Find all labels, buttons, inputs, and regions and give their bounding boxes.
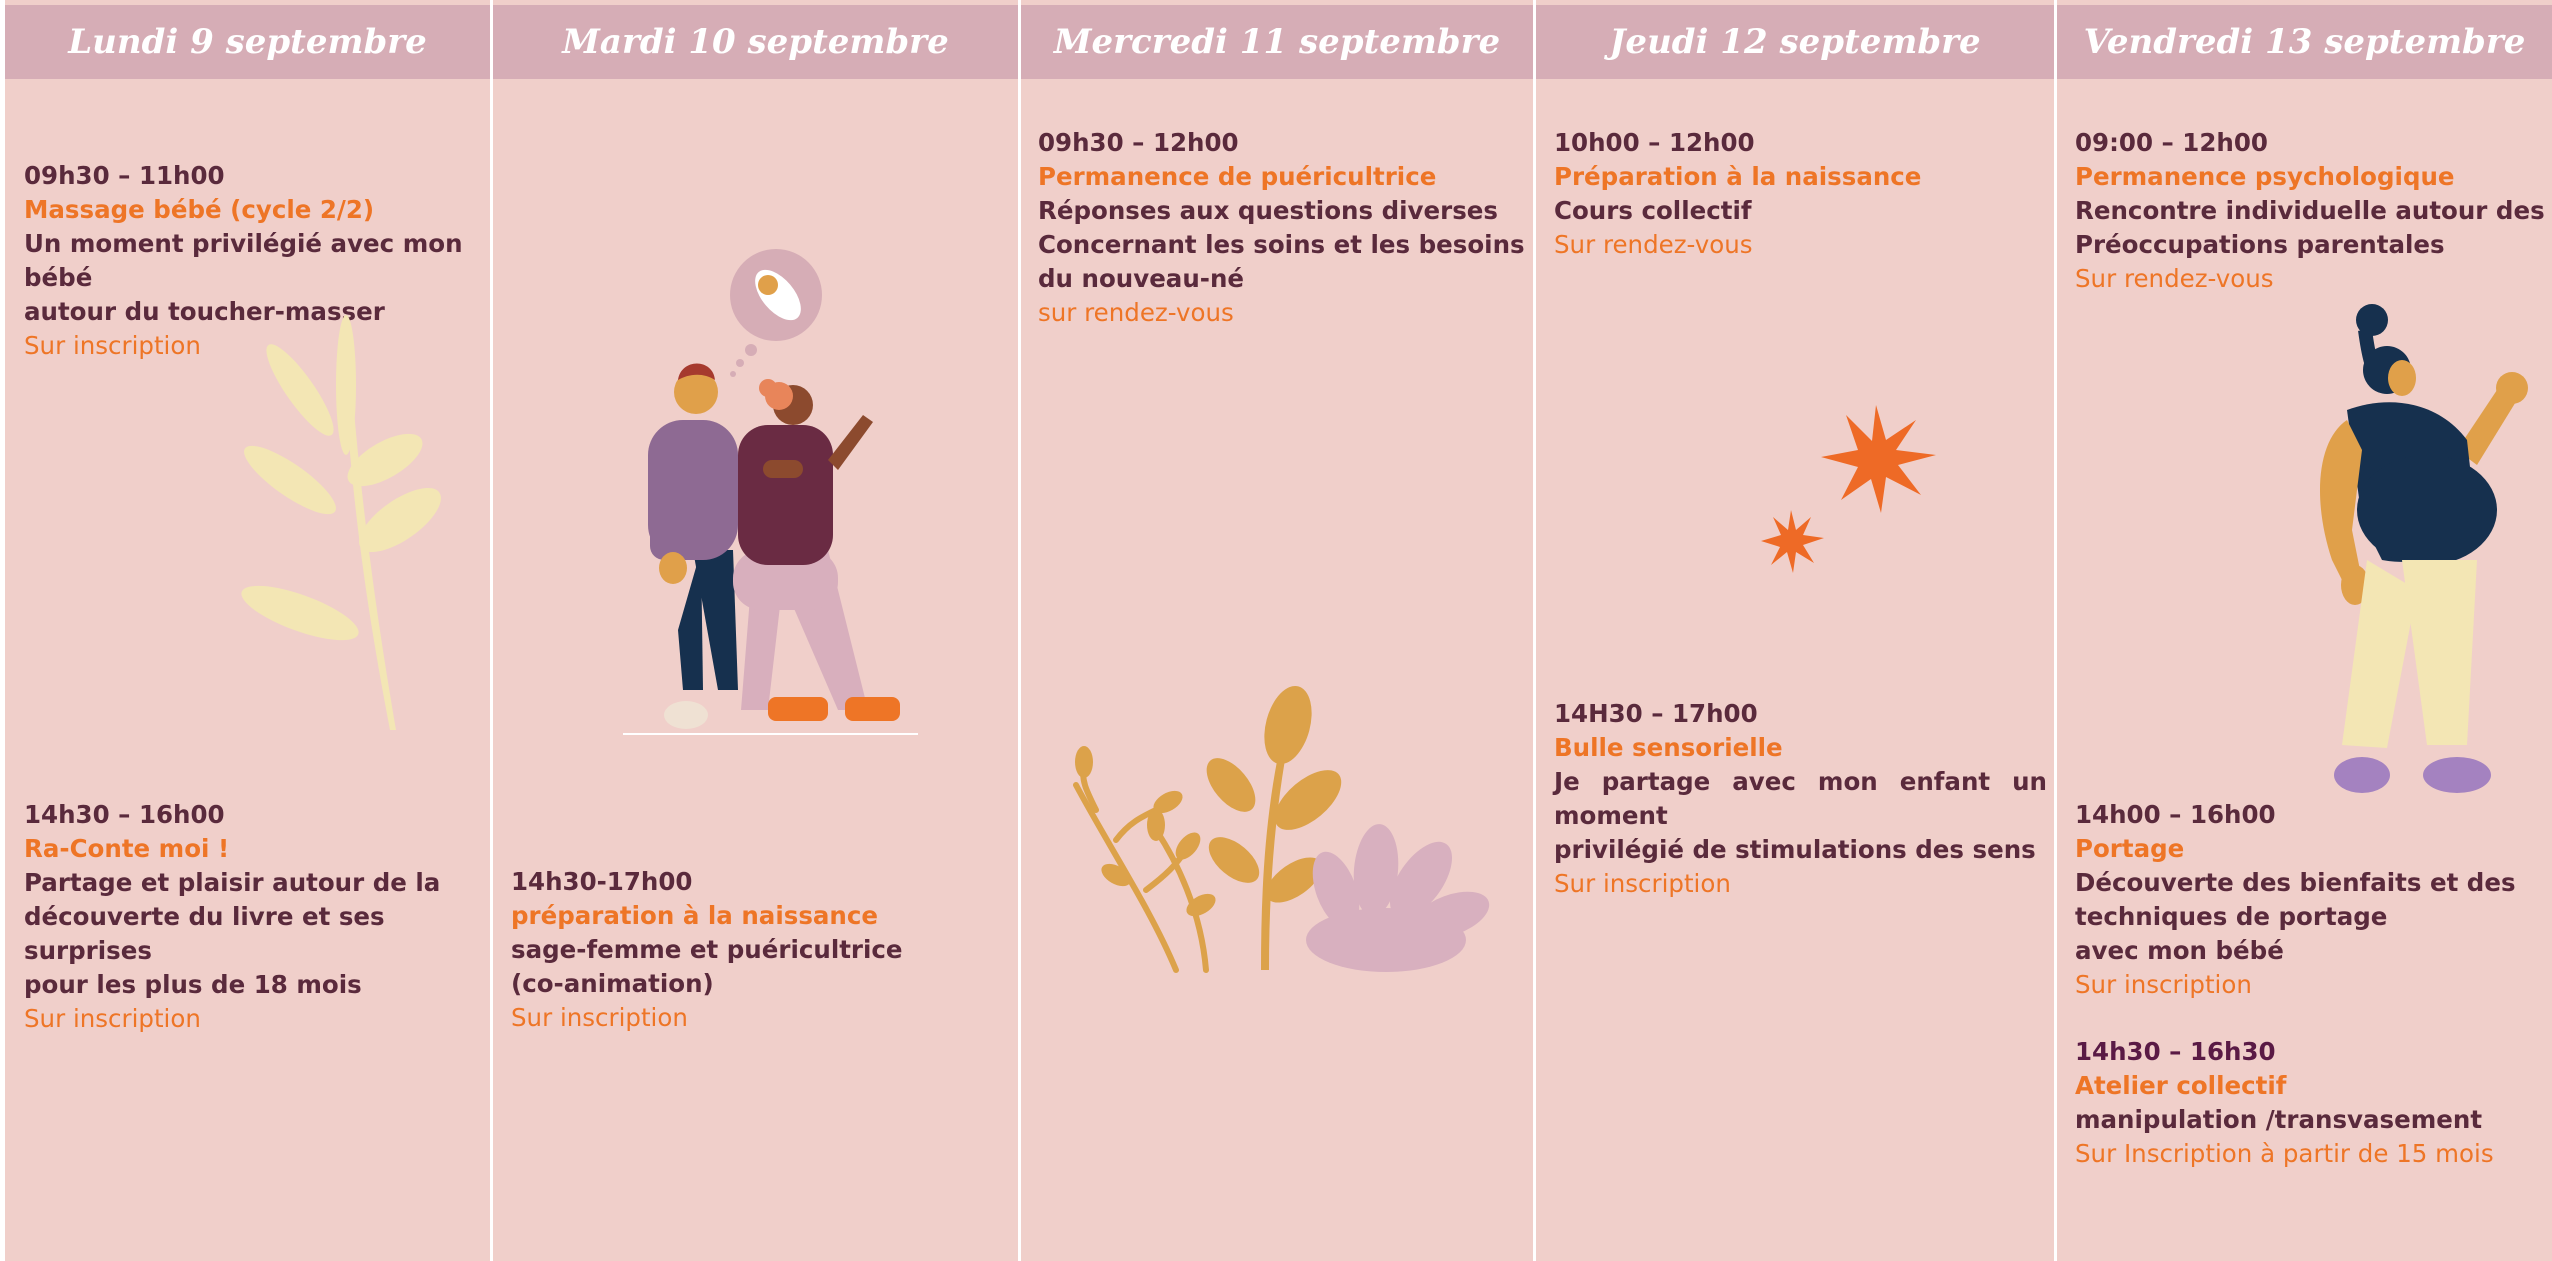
event-time: 09:00 – 12h00: [2075, 128, 2268, 157]
day-column-wednesday: Mercredi 11 septembre 09h30 – 12h00 Perm…: [1021, 0, 1533, 1261]
event-description-line: Préoccupations parentales: [2075, 230, 2445, 259]
event-title: Préparation à la naissance: [1554, 162, 1922, 191]
event-monday-morning: 09h30 – 11h00 Massage bébé (cycle 2/2) U…: [24, 159, 484, 363]
event-title: Ra-Conte moi !: [24, 834, 230, 863]
event-registration-note: Sur inscription: [2075, 970, 2252, 999]
event-description-line: Rencontre individuelle autour des: [2075, 196, 2545, 225]
event-registration-note: Sur inscription: [511, 1003, 688, 1032]
couple-expecting-baby-illustration: [623, 249, 918, 735]
event-thursday-afternoon: 14H30 – 17h00 Bulle sensorielle Je parta…: [1554, 697, 2047, 901]
event-time: 14h30 – 16h30: [2075, 1037, 2276, 1066]
event-description-line: pour les plus de 18 mois: [24, 970, 362, 999]
event-description-line: Je partage avec mon enfant un moment: [1554, 767, 2047, 830]
event-thursday-morning: 10h00 – 12h00 Préparation à la naissance…: [1554, 126, 2049, 262]
event-time: 14h00 – 16h00: [2075, 800, 2276, 829]
event-description-line: Concernant les soins et les besoins: [1038, 230, 1525, 259]
event-registration-note: sur rendez-vous: [1038, 298, 1234, 327]
event-friday-morning: 09:00 – 12h00 Permanence psychologique R…: [2075, 126, 2550, 296]
day-header-monday: Lundi 9 septembre: [5, 5, 490, 79]
leaf-branch-illustration: [241, 315, 441, 730]
event-title: Atelier collectif: [2075, 1071, 2287, 1100]
event-monday-afternoon: 14h30 – 16h00 Ra-Conte moi ! Partage et …: [24, 798, 484, 1036]
event-description-line: avec mon bébé: [2075, 936, 2284, 965]
day-column-monday: Lundi 9 septembre 09h30 – 11h00 Massage …: [5, 0, 490, 1261]
event-description-line: Découverte des bienfaits et des: [2075, 868, 2516, 897]
event-description-line: du nouveau-né: [1038, 264, 1245, 293]
day-header-thursday: Jeudi 12 septembre: [1536, 5, 2054, 79]
event-tuesday-afternoon: 14h30-17h00 préparation à la naissance s…: [511, 865, 1011, 1035]
day-column-friday: Vendredi 13 septembre 09:00 – 12h00 Perm…: [2057, 0, 2552, 1261]
event-registration-note: Sur rendez-vous: [2075, 264, 2274, 293]
event-friday-afternoon-portage: 14h00 – 16h00 Portage Découverte des bie…: [2075, 798, 2550, 1002]
event-description-line: Un moment privilégié avec mon bébé: [24, 229, 463, 292]
plants-illustration: [1073, 685, 1490, 973]
day-column-thursday: Jeudi 12 septembre 10h00 – 12h00 Prépara…: [1536, 0, 2054, 1261]
event-description-line: Partage et plaisir autour de la: [24, 868, 441, 897]
event-registration-note: Sur inscription: [1554, 869, 1731, 898]
event-registration-note: Sur inscription: [24, 1004, 201, 1033]
event-description-line: Cours collectif: [1554, 196, 1752, 225]
event-time: 14h30 – 16h00: [24, 800, 225, 829]
event-description-line: (co-animation): [511, 969, 714, 998]
event-registration-note: Sur Inscription à partir de 15 mois: [2075, 1139, 2494, 1168]
day-header-tuesday: Mardi 10 septembre: [493, 5, 1018, 79]
event-description-line: Réponses aux questions diverses: [1038, 196, 1498, 225]
sparkle-stars-illustration: [1761, 405, 1936, 573]
event-title: Portage: [2075, 834, 2185, 863]
event-title: Permanence psychologique: [2075, 162, 2455, 191]
event-title: Massage bébé (cycle 2/2): [24, 195, 375, 224]
event-friday-afternoon-atelier: 14h30 – 16h30 Atelier collectif manipula…: [2075, 1035, 2550, 1171]
event-description-line: sage-femme et puéricultrice: [511, 935, 903, 964]
event-wednesday-morning: 09h30 – 12h00 Permanence de puéricultric…: [1038, 126, 1528, 330]
event-registration-note: Sur inscription: [24, 331, 201, 360]
event-time: 10h00 – 12h00: [1554, 128, 1755, 157]
event-description-line: manipulation /transvasement: [2075, 1105, 2483, 1134]
event-title: préparation à la naissance: [511, 901, 879, 930]
event-time: 14h30-17h00: [511, 867, 693, 896]
event-description-line: découverte du livre et ses surprises: [24, 902, 385, 965]
pregnant-woman-illustration: [2320, 304, 2528, 793]
event-title: Permanence de puéricultrice: [1038, 162, 1437, 191]
event-time: 09h30 – 11h00: [24, 161, 225, 190]
event-description-line: autour du toucher-masser: [24, 297, 385, 326]
event-time: 09h30 – 12h00: [1038, 128, 1239, 157]
event-description-line: privilégié de stimulations des sens: [1554, 835, 2036, 864]
event-description-line: techniques de portage: [2075, 902, 2388, 931]
event-registration-note: Sur rendez-vous: [1554, 230, 1753, 259]
day-header-wednesday: Mercredi 11 septembre: [1021, 5, 1533, 79]
day-column-tuesday: Mardi 10 septembre 14h30-17h00: [493, 0, 1018, 1261]
day-header-friday: Vendredi 13 septembre: [2057, 5, 2552, 79]
event-time: 14H30 – 17h00: [1554, 699, 1758, 728]
event-title: Bulle sensorielle: [1554, 733, 1783, 762]
